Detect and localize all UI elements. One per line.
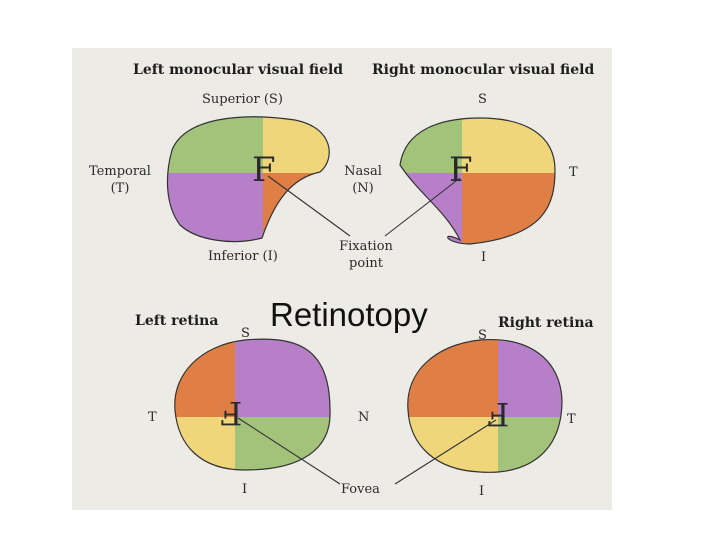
- center-n-label: N: [358, 410, 370, 425]
- right-retina-t-label: T: [567, 412, 576, 427]
- left-field-header: Left monocular visual field: [133, 62, 344, 78]
- quadrant-orange: [462, 173, 555, 244]
- temporal-label-line2: (T): [110, 181, 130, 196]
- inferior-label: Inferior (I): [208, 249, 278, 264]
- left-retina-inverted-letter: F: [220, 394, 243, 432]
- right-retina-header: Right retina: [498, 315, 594, 331]
- fixation-pointer-left: [267, 175, 351, 237]
- left-retina-t-label: T: [148, 410, 157, 425]
- right-visual-field-diagram: [400, 118, 555, 244]
- nasal-label-line1: Nasal: [344, 164, 382, 179]
- nasal-label: Nasal (N): [338, 163, 388, 197]
- left-retina-diagram: [174, 339, 331, 470]
- right-retina-diagram: [407, 339, 562, 473]
- pointer-lines: [237, 175, 497, 485]
- left-field-letter: F: [252, 150, 276, 190]
- right-field-t-label: T: [569, 165, 578, 180]
- fovea-pointer-left: [237, 417, 341, 485]
- slide-title: Retinotopy: [270, 296, 428, 333]
- right-field-i-label: I: [481, 250, 487, 265]
- quadrant-green: [167, 116, 263, 173]
- right-field-header: Right monocular visual field: [372, 62, 595, 78]
- right-retina-s-label: S: [478, 328, 487, 343]
- fovea-pointer-right: [394, 419, 497, 485]
- right-retina-i-label: I: [479, 484, 485, 499]
- fixation-label-line2: point: [349, 256, 383, 271]
- right-retina-inverted-letter: F: [487, 395, 510, 433]
- left-retina-s-label: S: [241, 326, 250, 341]
- quadrant-yellow: [462, 118, 555, 173]
- temporal-label-line1: Temporal: [89, 164, 151, 179]
- fovea-label: Fovea: [341, 482, 380, 497]
- superior-label: Superior (S): [202, 92, 283, 107]
- left-retina-header: Left retina: [135, 313, 219, 329]
- nasal-label-line2: (N): [352, 181, 374, 196]
- fixation-label-line1: Fixation: [339, 239, 393, 254]
- left-retina-i-label: I: [242, 482, 248, 497]
- fixation-point-label: Fixation point: [330, 238, 402, 272]
- right-field-letter: F: [449, 150, 473, 190]
- quadrant-purple: [235, 339, 331, 417]
- quadrant-yellow: [407, 417, 498, 473]
- fixation-pointer-right: [384, 177, 461, 237]
- right-field-s-label: S: [478, 92, 487, 107]
- temporal-label: Temporal (T): [84, 163, 156, 197]
